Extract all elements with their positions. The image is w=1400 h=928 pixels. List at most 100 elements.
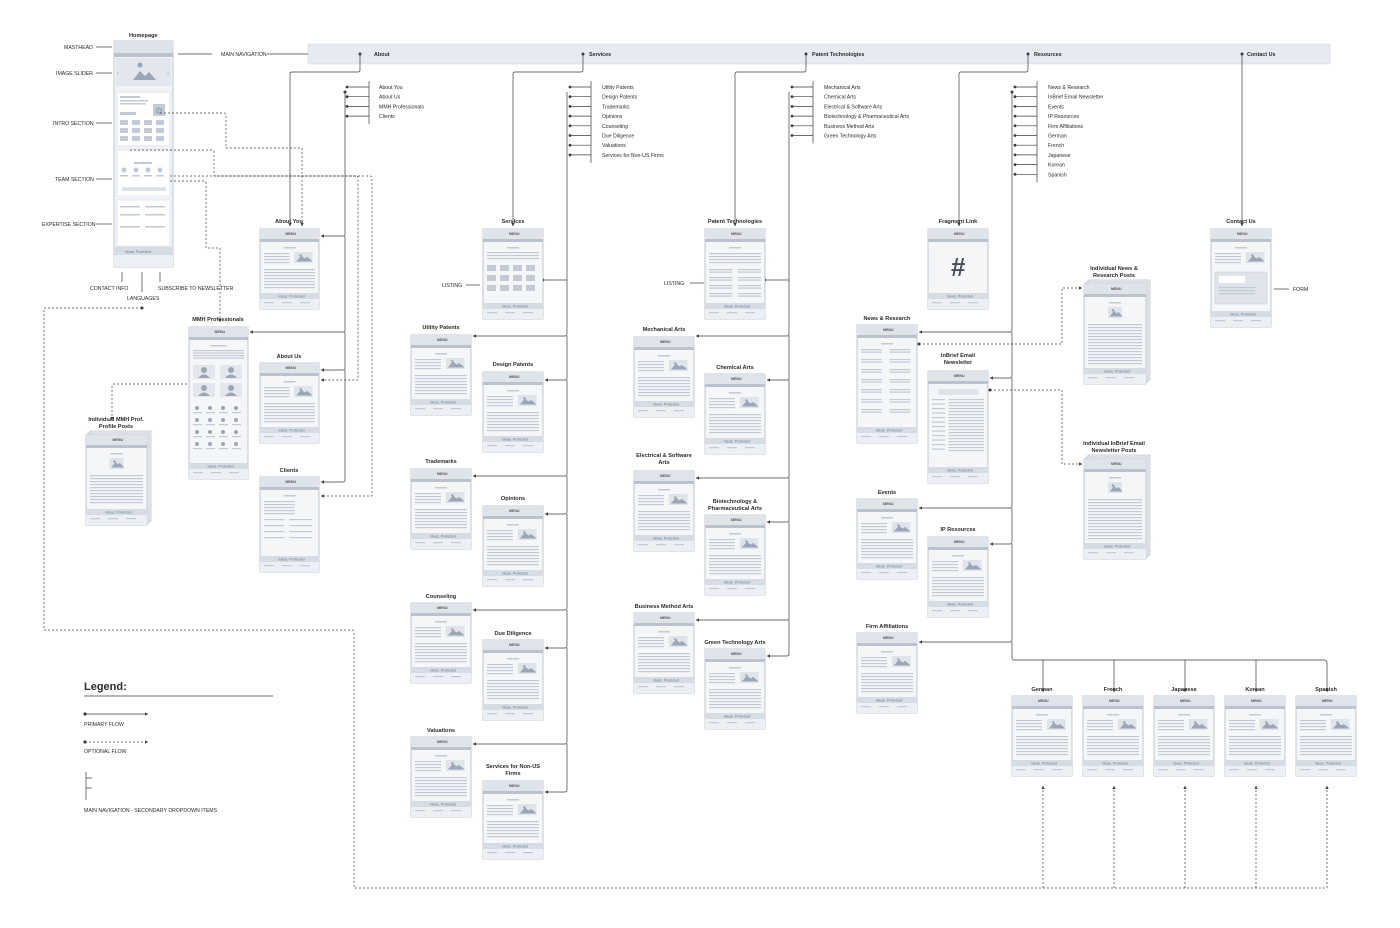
dropdown-item-news-research[interactable]: News & Research: [1048, 85, 1090, 91]
dropdown-item-valuations[interactable]: Valuations: [602, 143, 626, 149]
intro-section-label: INTRO SECTION: [53, 121, 94, 127]
page-fragment-link[interactable]: MENU#Ideas. Protected: [927, 228, 989, 310]
page-menu-text: MENU: [660, 616, 671, 620]
page-footer-text: Ideas. Protected: [1244, 761, 1270, 765]
dropdown-item-mechanical-arts[interactable]: Mechanical Arts: [824, 85, 861, 91]
dropdown-item-japanese[interactable]: Japanese: [1048, 153, 1071, 159]
homepage-section-labels: MASTHEAD IMAGE SLIDER INTRO SECTION TEAM…: [42, 45, 234, 302]
page-title-chemical-arts: Chemical Arts: [716, 365, 753, 371]
page-footer-text: Ideas. Protected: [876, 564, 902, 568]
dropdown-item-firm-affiliations[interactable]: Firm Affiliations: [1048, 124, 1083, 130]
dropdown-item-ip-resources[interactable]: IP Resources: [1048, 114, 1079, 120]
dropdown-item-mmh-professionals[interactable]: MMH Professionals: [379, 104, 424, 110]
page-footer-text: Ideas. Protected: [1173, 761, 1199, 765]
page-footer-text: Ideas. Protected: [1031, 761, 1057, 765]
nav-item-services[interactable]: Services: [589, 52, 611, 58]
dropdown-item-due-diligence[interactable]: Due Diligence: [602, 134, 634, 140]
patent-listing-label: LISTING: [664, 281, 684, 287]
page-title-individual-mmh-prof-profile-posts: Profile Posts: [99, 424, 133, 430]
masthead-label: MASTHEAD: [64, 45, 93, 51]
page-footer-text: Ideas. Protected: [724, 304, 750, 308]
team-section-label: TEAM SECTION: [55, 177, 94, 183]
dropdown-item-counseling[interactable]: Counseling: [602, 124, 628, 130]
dropdown-item-events[interactable]: Events: [1048, 104, 1064, 110]
page-title-opinions: Opinions: [501, 496, 525, 502]
page-menu-text: MENU: [509, 784, 520, 788]
dropdown-item-about-us[interactable]: About Us: [379, 95, 401, 101]
subscribe-newsletter-label: SUBSCRIBE TO NEWSLETTER: [158, 286, 234, 292]
page-footer-text: Ideas. Protected: [430, 802, 456, 806]
dropdown-item-about-you[interactable]: About You: [379, 85, 403, 91]
dropdown-item-clients[interactable]: Clients: [379, 114, 395, 120]
dropdown-item-opinions[interactable]: Opinions: [602, 114, 623, 120]
dropdown-item-services-for-non-us-firms[interactable]: Services for Non-US Firms: [602, 153, 664, 159]
page-menu-text: MENU: [509, 375, 520, 379]
nav-item-resources[interactable]: Resources: [1034, 52, 1062, 58]
svg-text:‹: ‹: [117, 71, 119, 77]
dropdown-item-biotechnology-pharmaceutical-arts[interactable]: Biotechnology & Pharmaceutical Arts: [824, 114, 909, 120]
nav-item-contact-us[interactable]: Contact Us: [1247, 52, 1275, 58]
legend-optional-flow: OPTIONAL FLOW: [84, 749, 127, 755]
page-title-services: Services: [501, 219, 524, 225]
page-title-services-for-non-us-firms: Services for Non-US: [486, 764, 540, 770]
dropdown-item-german[interactable]: German: [1048, 134, 1067, 140]
page-footer-text: Ideas. Protected: [1315, 761, 1341, 765]
page-title-news-research: News & Research: [864, 316, 912, 322]
nav-item-patent-technologies[interactable]: Patent Technologies: [812, 52, 864, 58]
dropdown-item-korean[interactable]: Korean: [1048, 163, 1065, 169]
dropdown-item-chemical-arts[interactable]: Chemical Arts: [824, 95, 856, 101]
page-footer-text: Ideas. Protected: [947, 602, 973, 606]
page-title-electrical-software-arts: Electrical & Software: [636, 453, 692, 459]
dropdown-item-utility-patents[interactable]: Utility Patents: [602, 85, 634, 91]
image-slider-label: IMAGE SLIDER: [56, 71, 93, 77]
dropdown-item-french[interactable]: French: [1048, 143, 1064, 149]
homepage-wireframe: Homepage ‹ › ⚙ Ideas. Protected: [113, 33, 174, 268]
page-footer-text: Ideas. Protected: [430, 534, 456, 538]
page-menu-text: MENU: [883, 328, 894, 332]
nav-item-about[interactable]: About: [374, 52, 390, 58]
dropdown-item-inbrief-email-newsletter[interactable]: InBrief Email Newsletter: [1048, 95, 1104, 101]
page-title-japanese: Japanese: [1171, 687, 1197, 693]
dropdown-item-design-patents[interactable]: Design Patents: [602, 95, 638, 101]
dropdown-item-spanish[interactable]: Spanish: [1048, 172, 1067, 178]
page-title-clients: Clients: [280, 468, 299, 474]
dropdown-item-business-method-arts[interactable]: Business Method Arts: [824, 124, 875, 130]
dropdown-item-trademarks[interactable]: Trademarks: [602, 104, 630, 110]
dropdown-item-green-technology-arts[interactable]: Green Technology Arts: [824, 134, 877, 140]
dropdown-item-electrical-software-arts[interactable]: Electrical & Software Arts: [824, 104, 883, 110]
